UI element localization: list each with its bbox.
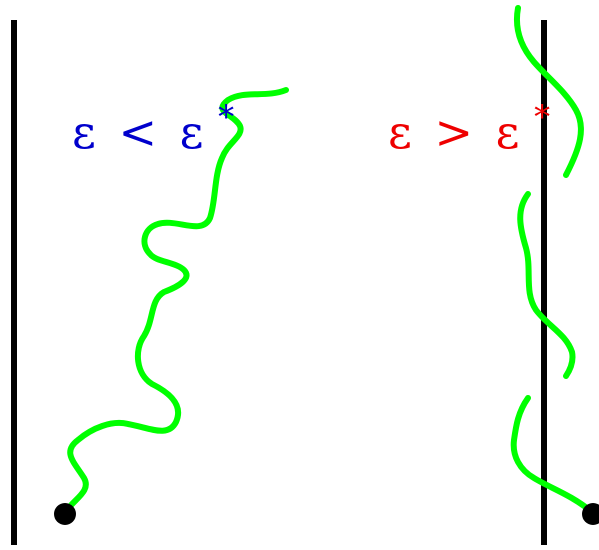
right-relation-symbol: > [434,105,473,159]
left-condition-label: ε < ε * [72,98,234,159]
left-star-superscript: * [218,98,234,136]
right-condition-label: ε > ε * [388,98,550,159]
panel-right: ε > ε * [388,5,599,545]
right-chain-segment-middle [517,191,576,379]
panel-left: ε < ε * [11,20,289,545]
right-critical-epsilon: ε [496,105,520,159]
left-epsilon-symbol: ε [72,105,96,159]
left-polymer-chain [63,87,289,515]
left-relation-symbol: < [118,105,157,159]
right-chain-segment-top [514,5,584,178]
left-anchor-point [54,503,76,525]
right-epsilon-symbol: ε [388,105,412,159]
left-critical-epsilon: ε [180,105,204,159]
right-star-superscript: * [534,98,550,136]
right-anchor-point [582,503,599,525]
right-chain-segment-bottom [510,395,595,515]
